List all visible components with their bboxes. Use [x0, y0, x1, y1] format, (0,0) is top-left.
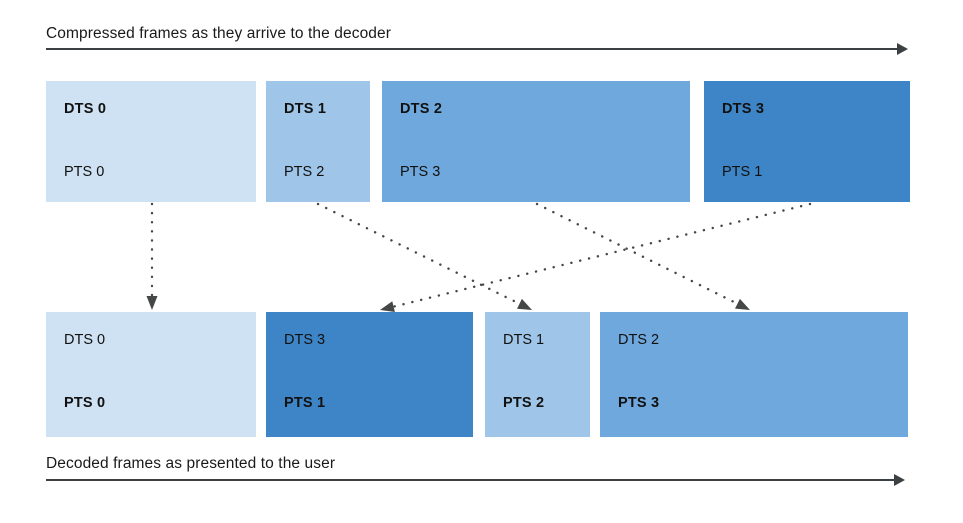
arrow-head-icon [380, 301, 395, 312]
decoded-frames-timeline-arrow [46, 473, 905, 487]
frame-box[interactable]: DTS 1 PTS 2 [485, 312, 590, 437]
arrow-head-icon [517, 298, 532, 310]
frame-box[interactable]: DTS 0 PTS 0 [46, 312, 256, 437]
frame-pts-label: PTS 1 [284, 395, 326, 411]
frame-pts-label: PTS 0 [64, 395, 106, 411]
compressed-frames-caption: Compressed frames as they arrive to the … [46, 25, 391, 42]
frame-pts-label: PTS 3 [400, 164, 441, 180]
frame-dts-label: DTS 2 [618, 332, 660, 348]
connector-dts2-to-pts3 [535, 202, 750, 310]
arrow-head-icon [146, 296, 158, 310]
frame-box[interactable]: DTS 1 PTS 2 [266, 81, 370, 202]
frame-pts-label: PTS 1 [722, 164, 763, 180]
frame-dts-label: DTS 2 [400, 101, 443, 117]
arrow-head-icon [894, 474, 905, 486]
frame-dts-label: DTS 1 [503, 332, 545, 348]
frame-pts-label: PTS 0 [64, 164, 105, 180]
arrow-head-icon [897, 43, 908, 55]
compressed-frames-timeline-arrow [46, 42, 908, 56]
frame-box[interactable]: DTS 3 PTS 1 [266, 312, 473, 437]
frame-box[interactable]: DTS 2 PTS 3 [382, 81, 690, 202]
frame-dts-label: DTS 1 [284, 101, 327, 117]
frame-dts-label: DTS 0 [64, 332, 106, 348]
arrow-head-icon [735, 298, 750, 310]
connector-dts3-to-pts1 [380, 202, 812, 312]
frame-pts-label: PTS 3 [618, 395, 660, 411]
timeline-line [46, 48, 898, 50]
frame-box[interactable]: DTS 3 PTS 1 [704, 81, 910, 202]
connector-dts0-to-pts0 [146, 202, 158, 310]
frame-box[interactable]: DTS 0 PTS 0 [46, 81, 256, 202]
frame-dts-label: DTS 3 [284, 332, 326, 348]
timeline-line [46, 479, 895, 481]
frame-pts-label: PTS 2 [503, 395, 545, 411]
decoded-frames-caption: Decoded frames as presented to the user [46, 455, 336, 472]
frame-pts-label: PTS 2 [284, 164, 325, 180]
connector-dts1-to-pts2 [316, 202, 532, 310]
frame-dts-label: DTS 3 [722, 101, 765, 117]
frame-dts-label: DTS 0 [64, 101, 107, 117]
frame-box[interactable]: DTS 2 PTS 3 [600, 312, 908, 437]
